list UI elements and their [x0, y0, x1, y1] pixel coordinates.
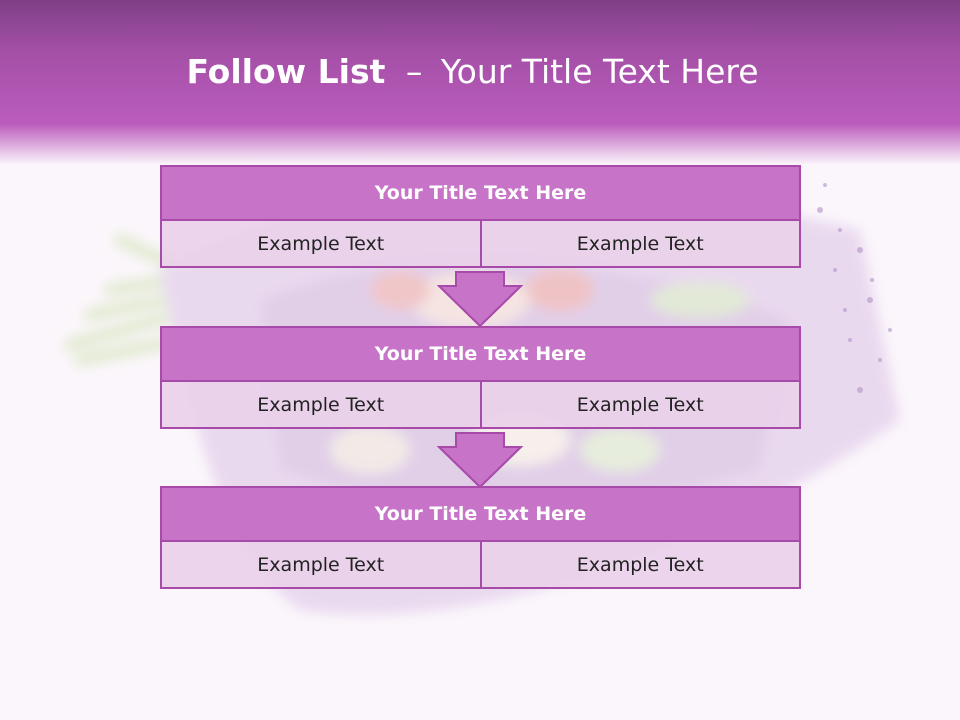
step-row: Example Text Example Text	[160, 380, 801, 429]
slide-title: Follow List – Your Title Text Here	[0, 52, 945, 91]
title-bold: Follow List	[186, 52, 386, 91]
step-row: Example Text Example Text	[160, 219, 801, 268]
step-cell-right: Example Text	[479, 219, 801, 268]
step-block-1: Your Title Text Here Example Text Exampl…	[160, 165, 801, 268]
title-rest: Your Title Text Here	[440, 52, 759, 91]
header-band	[0, 0, 960, 165]
step-title: Your Title Text Here	[160, 486, 801, 542]
step-title: Your Title Text Here	[160, 165, 801, 221]
step-cell-left: Example Text	[160, 380, 482, 429]
step-cell-right: Example Text	[479, 380, 801, 429]
step-block-3: Your Title Text Here Example Text Exampl…	[160, 486, 801, 589]
step-cell-right: Example Text	[479, 540, 801, 589]
step-row: Example Text Example Text	[160, 540, 801, 589]
down-arrow-icon	[437, 271, 523, 327]
step-block-2: Your Title Text Here Example Text Exampl…	[160, 326, 801, 429]
step-title: Your Title Text Here	[160, 326, 801, 382]
step-cell-left: Example Text	[160, 540, 482, 589]
step-cell-left: Example Text	[160, 219, 482, 268]
down-arrow-icon	[437, 432, 523, 488]
title-dash: –	[405, 52, 423, 91]
